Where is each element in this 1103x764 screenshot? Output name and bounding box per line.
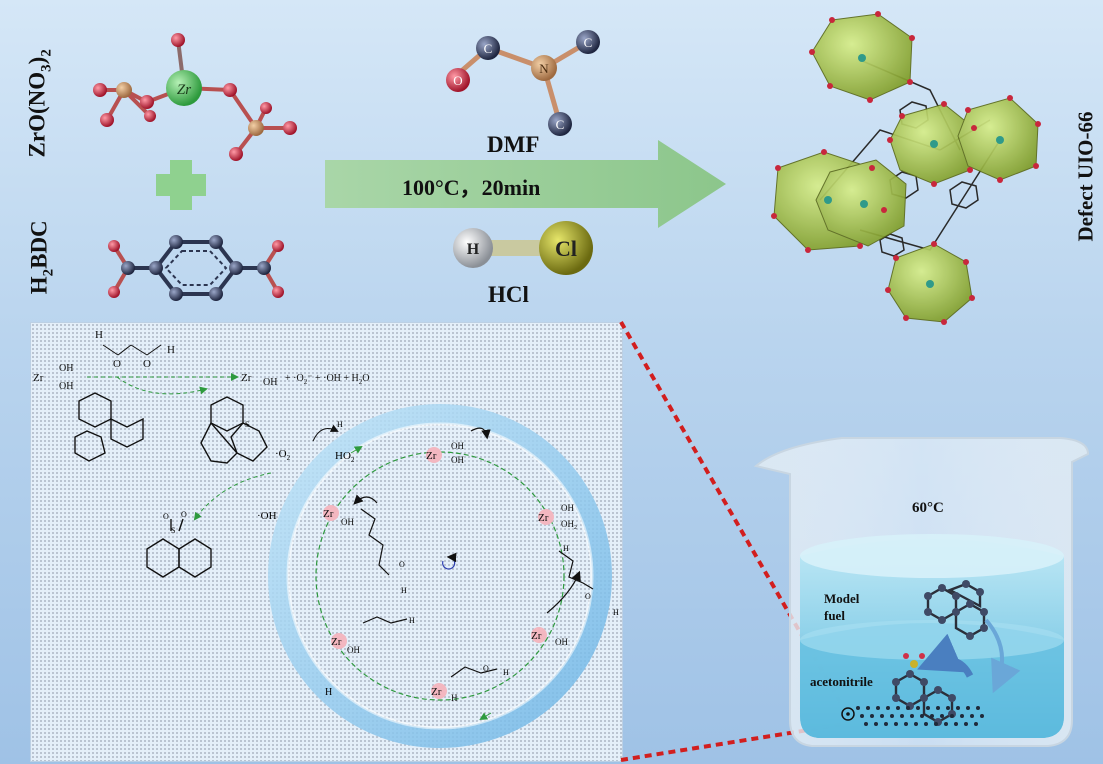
uio66-framework-illustration — [771, 11, 1041, 325]
dibenzothiophene-left — [74, 392, 144, 462]
top-equation: H O O H Zr OH OH Zr OH + ·O2⁻ + ·OH + H2… — [33, 329, 370, 395]
eq-zr-right: Zr — [241, 372, 252, 384]
mechanism-diagram: H O O H Zr OH OH Zr OH + ·O2⁻ + ·OH + H2… — [33, 329, 619, 748]
hcl-h-label: H — [467, 241, 480, 258]
frag-h6: H — [325, 687, 332, 698]
eq-oh-b: OH — [59, 381, 73, 392]
plus-icon — [156, 160, 206, 210]
zr-3: Zr — [531, 630, 542, 642]
sulfone-o1: O — [163, 512, 169, 521]
zr-centres: Zr OH OH Zr OH OH2 Zr OH Zr H Zr OH Zr O… — [323, 441, 577, 703]
eq-h2: H — [167, 344, 175, 356]
frag-h1: H — [401, 586, 407, 595]
dbt-molecule-fuel — [924, 580, 988, 640]
zr-4-h: H — [451, 693, 458, 703]
h2bdc-atoms — [108, 235, 284, 301]
zr-4: Zr — [431, 686, 442, 698]
dmf-c1-label: C — [484, 41, 493, 56]
hcl-cl-label: Cl — [555, 236, 577, 261]
oh-radical: ·OH — [257, 510, 277, 522]
eq-zr-left: Zr — [33, 372, 44, 384]
frag-h5: H — [503, 668, 509, 677]
ho2-h: H — [337, 420, 343, 429]
peroxide-fragments — [353, 427, 594, 678]
zr-2-oh2: OH2 — [561, 519, 577, 531]
dmf-n-label: N — [539, 61, 549, 76]
dibenzothiophene-right — [200, 396, 268, 464]
frag-o1: O — [399, 560, 405, 569]
frag-o2: O — [585, 592, 591, 601]
zr-6-oh: OH — [341, 517, 354, 527]
zr-atom-label: Zr — [177, 82, 191, 98]
ho2-radical: HO2 — [335, 450, 355, 464]
eq-o1: O — [113, 358, 121, 370]
modulator-label: HCl — [488, 282, 529, 307]
dbt-sulfone — [146, 518, 212, 578]
reaction-arrow — [325, 140, 726, 228]
dmf-c2-label: C — [556, 117, 565, 132]
frag-h2: H — [563, 544, 569, 553]
zr-1-oh-b: OH — [451, 455, 464, 465]
solvent-label: DMF — [487, 132, 540, 157]
zr-2-oh: OH — [561, 503, 574, 513]
mechanism-inset: H O O H Zr OH OH Zr OH + ·O2⁻ + ·OH + H2… — [30, 322, 623, 762]
o2-radical: ·O2 — [275, 448, 291, 462]
oxidation-arrow — [193, 472, 272, 521]
eq-oh-c: OH — [263, 377, 277, 388]
conditions-label: 100°C，20min — [402, 175, 541, 200]
catalyst-layer — [856, 706, 984, 726]
zr-3-oh: OH — [555, 637, 568, 647]
dmf-c3-label: C — [584, 35, 593, 50]
sulfone-s: S — [171, 526, 175, 535]
extractant-label: acetonitrile — [810, 674, 873, 689]
eq-h1: H — [95, 329, 103, 341]
dbt-s-label: S — [245, 420, 249, 429]
dmf-molecule: O C N C C — [446, 30, 600, 136]
zr-5-oh: OH — [347, 645, 360, 655]
transfer-arrow — [984, 618, 1021, 694]
sulfone-o2: O — [181, 510, 187, 519]
zr-1-oh-a: OH — [451, 441, 464, 451]
zr-5: Zr — [331, 636, 342, 648]
dmf-o-label: O — [453, 73, 462, 88]
zr-precursor-molecule: Zr — [93, 33, 297, 161]
frag-o3: O — [483, 664, 489, 673]
frag-h3: H — [613, 608, 619, 617]
zr-1: Zr — [426, 450, 437, 462]
eq-products: + ·O2⁻ + ·OH + H2O — [285, 373, 370, 386]
synthesis-scheme: Zr — [93, 11, 1041, 325]
curved-blue-arrow — [917, 633, 974, 678]
zr-2: Zr — [538, 512, 549, 524]
zoom-circle — [841, 707, 855, 721]
zr-6: Zr — [323, 508, 334, 520]
model-fuel-label: Model fuel — [824, 591, 860, 623]
eq-oh-a: OH — [59, 363, 73, 374]
catalytic-ring — [268, 404, 612, 748]
temperature-label: 60°C — [912, 500, 944, 516]
eq-o2: O — [143, 358, 151, 370]
cycle-direction-icon — [442, 552, 457, 570]
hcl-molecule: H Cl — [453, 221, 593, 275]
frag-h4: H — [409, 616, 415, 625]
